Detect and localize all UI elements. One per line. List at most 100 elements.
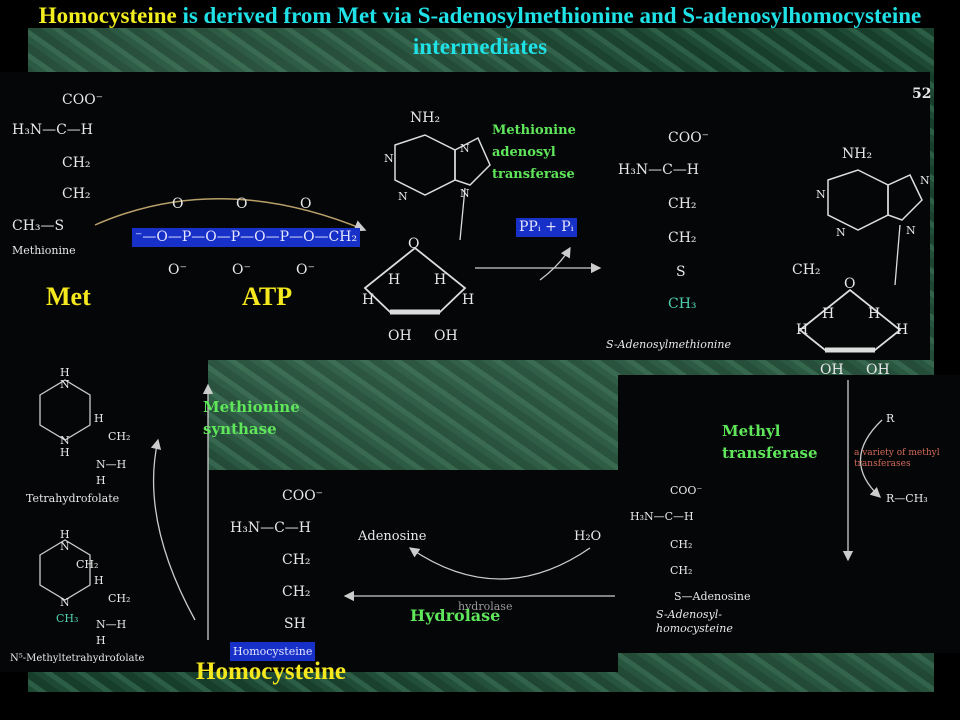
mthf-name: N⁵-Methyltetrahydrofolate bbox=[10, 653, 145, 664]
met-h3n-c-h: H₃N—C—H bbox=[12, 122, 93, 138]
sam-oh-1: OH bbox=[820, 362, 844, 378]
mthf-n-1: N bbox=[60, 540, 70, 553]
hcy-name: Homocysteine bbox=[230, 642, 316, 661]
thf-h-3: H bbox=[60, 446, 70, 459]
atp-h-2: H bbox=[388, 272, 401, 288]
met-ch2-b: CH₂ bbox=[62, 186, 91, 202]
mthf-n-h: N—H bbox=[96, 618, 127, 631]
sam-h-4: H bbox=[896, 322, 909, 338]
panel-right bbox=[618, 375, 960, 653]
atp-ring-o: O bbox=[408, 236, 420, 252]
atp-o-minus-2: O⁻ bbox=[232, 262, 251, 278]
sam-n-1: N bbox=[816, 188, 826, 201]
sam-adenine-ring bbox=[827, 169, 889, 231]
title-highlight: Homocysteine bbox=[38, 3, 177, 28]
atp-oh-1: OH bbox=[388, 328, 412, 344]
methyl-thf-ring bbox=[39, 539, 91, 601]
water: H₂O bbox=[574, 529, 602, 544]
sah-s-adenosine: S—Adenosine bbox=[674, 590, 751, 603]
sam-h-2: H bbox=[822, 306, 835, 322]
atp-h-3: H bbox=[434, 272, 447, 288]
met-ch2-a: CH₂ bbox=[62, 155, 91, 171]
mthf-n-2: N bbox=[60, 596, 70, 609]
sam-ch2-a: CH₂ bbox=[668, 196, 697, 212]
sam-coo: COO⁻ bbox=[668, 130, 710, 146]
slide-title: Homocysteine is derived from Met via S-a… bbox=[0, 0, 960, 62]
arrow-folate-cycle bbox=[150, 438, 196, 621]
met-name: Methionine bbox=[12, 244, 76, 257]
methylated-product: R—CH₃ bbox=[886, 492, 928, 505]
sam-s: S bbox=[676, 264, 686, 280]
mthf-ch2-b: CH₂ bbox=[108, 592, 131, 605]
methyl-transferase-note: a variety of methyl transferases bbox=[854, 448, 940, 469]
atp-o-top-2: O bbox=[236, 196, 248, 212]
thf-h-1: H bbox=[60, 366, 70, 379]
atp-adenine-ring bbox=[394, 134, 456, 196]
page-number: 52 bbox=[912, 86, 932, 102]
sah-name: S-Adenosyl- homocysteine bbox=[656, 608, 733, 635]
sam-n-3: N bbox=[836, 226, 846, 239]
title-rest: is derived from Met via S-adenosylmethio… bbox=[176, 3, 922, 59]
hcy-h3n-c-h: H₃N—C—H bbox=[230, 520, 311, 536]
mthf-h-1: H bbox=[60, 528, 70, 541]
atp-oh-2: OH bbox=[434, 328, 458, 344]
mthf-h-2: H bbox=[94, 574, 104, 587]
sah-coo: COO⁻ bbox=[670, 484, 703, 497]
atp-n-1: N bbox=[384, 152, 394, 165]
sam-ch2-c: CH₂ bbox=[792, 262, 821, 278]
sam-h-3: H bbox=[868, 306, 881, 322]
sam-ribose-ring bbox=[798, 288, 902, 351]
thf-ch2-a: CH₂ bbox=[108, 430, 131, 443]
thf-ring bbox=[39, 379, 91, 441]
hcy-coo: COO⁻ bbox=[282, 488, 324, 504]
met-ch3-s: CH₃—S bbox=[12, 218, 65, 234]
label-methionine-synthase: Methionine synthase bbox=[203, 398, 300, 438]
atp-nh2: NH₂ bbox=[410, 110, 441, 126]
sah-ch2-b: CH₂ bbox=[670, 564, 693, 577]
arrow-met-to-atp bbox=[94, 197, 367, 232]
ppi-pi: PPᵢ + Pᵢ bbox=[516, 218, 577, 237]
atp-ribose-ring bbox=[363, 246, 467, 313]
sam-ch3: CH₃ bbox=[668, 296, 697, 312]
sam-n-4: N bbox=[906, 224, 916, 237]
adenosine: Adenosine bbox=[358, 529, 427, 544]
label-homocysteine: Homocysteine bbox=[196, 658, 346, 685]
atp-n-2: N bbox=[460, 142, 470, 155]
sam-n-2: N bbox=[920, 174, 930, 187]
sam-oh-2: OH bbox=[866, 362, 890, 378]
hydrolase-small: hydrolase bbox=[458, 600, 513, 613]
hcy-sh: SH bbox=[284, 616, 306, 632]
label-methionine-adenosyl-transferase: Methionine adenosyl transferase bbox=[492, 123, 576, 182]
sam-h-1: H bbox=[796, 322, 809, 338]
arrow-ppi-release bbox=[539, 246, 571, 281]
thf-n-h: N—H bbox=[96, 458, 127, 471]
atp-o-minus-3: O⁻ bbox=[296, 262, 315, 278]
arrow-methyl-group bbox=[859, 419, 883, 498]
panel-bottom-center bbox=[208, 470, 618, 672]
thf-h-2: H bbox=[94, 412, 104, 425]
sah-ch2-a: CH₂ bbox=[670, 538, 693, 551]
mthf-ch3: CH₃ bbox=[56, 612, 79, 625]
sam-ch2-b: CH₂ bbox=[668, 230, 697, 246]
label-met: Met bbox=[46, 282, 91, 311]
methyl-acceptor-r: R bbox=[886, 412, 895, 425]
atp-n-4: N bbox=[460, 187, 470, 200]
panel-left bbox=[0, 360, 208, 672]
atp-o-top-1: O bbox=[172, 196, 184, 212]
thf-name: Tetrahydrofolate bbox=[26, 492, 120, 505]
atp-n-3: N bbox=[398, 190, 408, 203]
label-atp: ATP bbox=[242, 282, 293, 311]
atp-phosphate-chain: ⁻—O—P—O—P—O—P—O—CH₂ bbox=[132, 228, 361, 247]
met-coo: COO⁻ bbox=[62, 92, 104, 108]
thf-n-2: N bbox=[60, 434, 70, 447]
atp-o-minus-1: O⁻ bbox=[168, 262, 187, 278]
thf-n-1: N bbox=[60, 378, 70, 391]
arrow-water-adenosine bbox=[408, 547, 591, 580]
sam-name: S-Adenosylmethionine bbox=[606, 338, 732, 351]
sam-ring-o: O bbox=[844, 276, 856, 292]
hcy-ch2-a: CH₂ bbox=[282, 552, 311, 568]
sam-nh2: NH₂ bbox=[842, 146, 873, 162]
label-methyl-transferase: Methyl transferase bbox=[722, 422, 818, 462]
